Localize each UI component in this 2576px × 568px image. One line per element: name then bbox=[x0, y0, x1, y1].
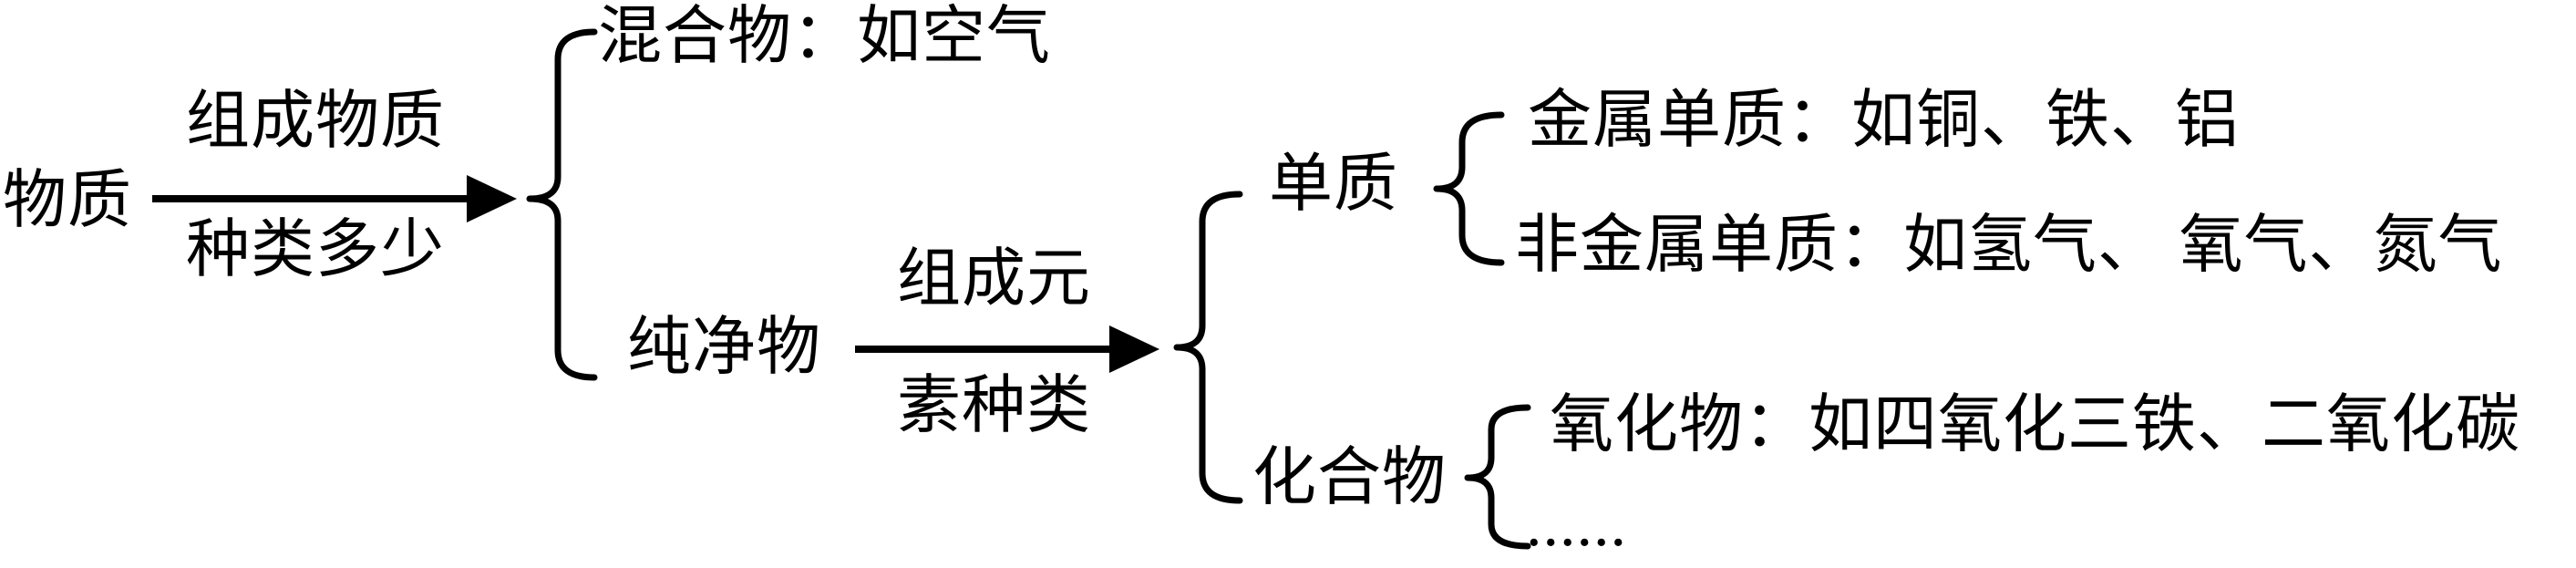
brace-level1-icon bbox=[526, 28, 598, 381]
branch-metal-element: 金属单质：如铜、铁、铝 bbox=[1528, 86, 2240, 156]
arrow-1-head-icon bbox=[467, 175, 517, 222]
node-pure-substance: 纯净物 bbox=[627, 313, 821, 383]
arrow-1-label-top: 组成物质 bbox=[186, 87, 445, 157]
brace-compound-icon bbox=[1464, 404, 1531, 550]
node-compound: 化合物 bbox=[1252, 443, 1447, 513]
branch-oxide: 氧化物：如四氧化三铁、二氧化碳 bbox=[1550, 390, 2520, 460]
arrow-1-label-bottom: 种类多少 bbox=[186, 215, 445, 285]
brace-element-icon bbox=[1433, 111, 1505, 266]
node-substance: 物质 bbox=[3, 166, 132, 236]
branch-nonmetal-element: 非金属单质：如氢气、 氧气、氮气 bbox=[1515, 211, 2503, 281]
arrow-2-label-top: 组成元 bbox=[897, 244, 1091, 315]
node-element: 单质 bbox=[1269, 150, 1398, 220]
arrow-2-head-icon bbox=[1109, 325, 1159, 373]
branch-ellipsis: ...... bbox=[1526, 490, 1627, 560]
brace-level2-icon bbox=[1173, 191, 1243, 504]
branch-mixture: 混合物：如空气 bbox=[598, 2, 1051, 72]
arrow-2-label-bottom: 素种类 bbox=[897, 371, 1091, 441]
